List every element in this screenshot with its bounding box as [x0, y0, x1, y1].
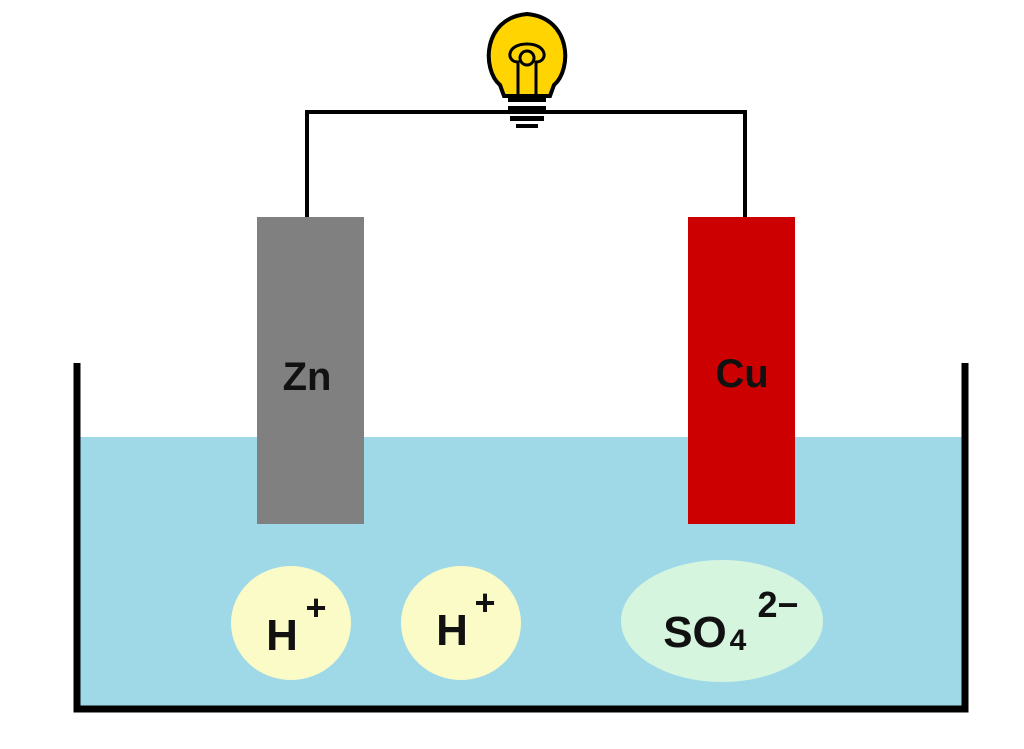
zinc-label: Zn	[283, 355, 332, 399]
ion-subscript: 4	[730, 624, 747, 657]
ion-symbol: H	[266, 611, 298, 660]
ion-charge: 2−	[757, 584, 798, 625]
copper-label: Cu	[715, 352, 768, 396]
ion-symbol: SO	[663, 608, 727, 657]
copper-electrode	[688, 217, 795, 524]
beaker	[73, 363, 969, 713]
ion-h-plus-1: H +	[231, 566, 351, 680]
zinc-electrode	[257, 217, 364, 524]
ion-h-plus-2: H +	[401, 566, 521, 680]
ion-symbol: H	[436, 606, 468, 655]
light-bulb-icon	[486, 11, 568, 128]
ion-charge: +	[474, 582, 495, 623]
electrolyte-solution	[77, 437, 964, 709]
ion-charge: +	[305, 587, 326, 628]
ion-sulfate: SO 4 2−	[621, 560, 823, 682]
